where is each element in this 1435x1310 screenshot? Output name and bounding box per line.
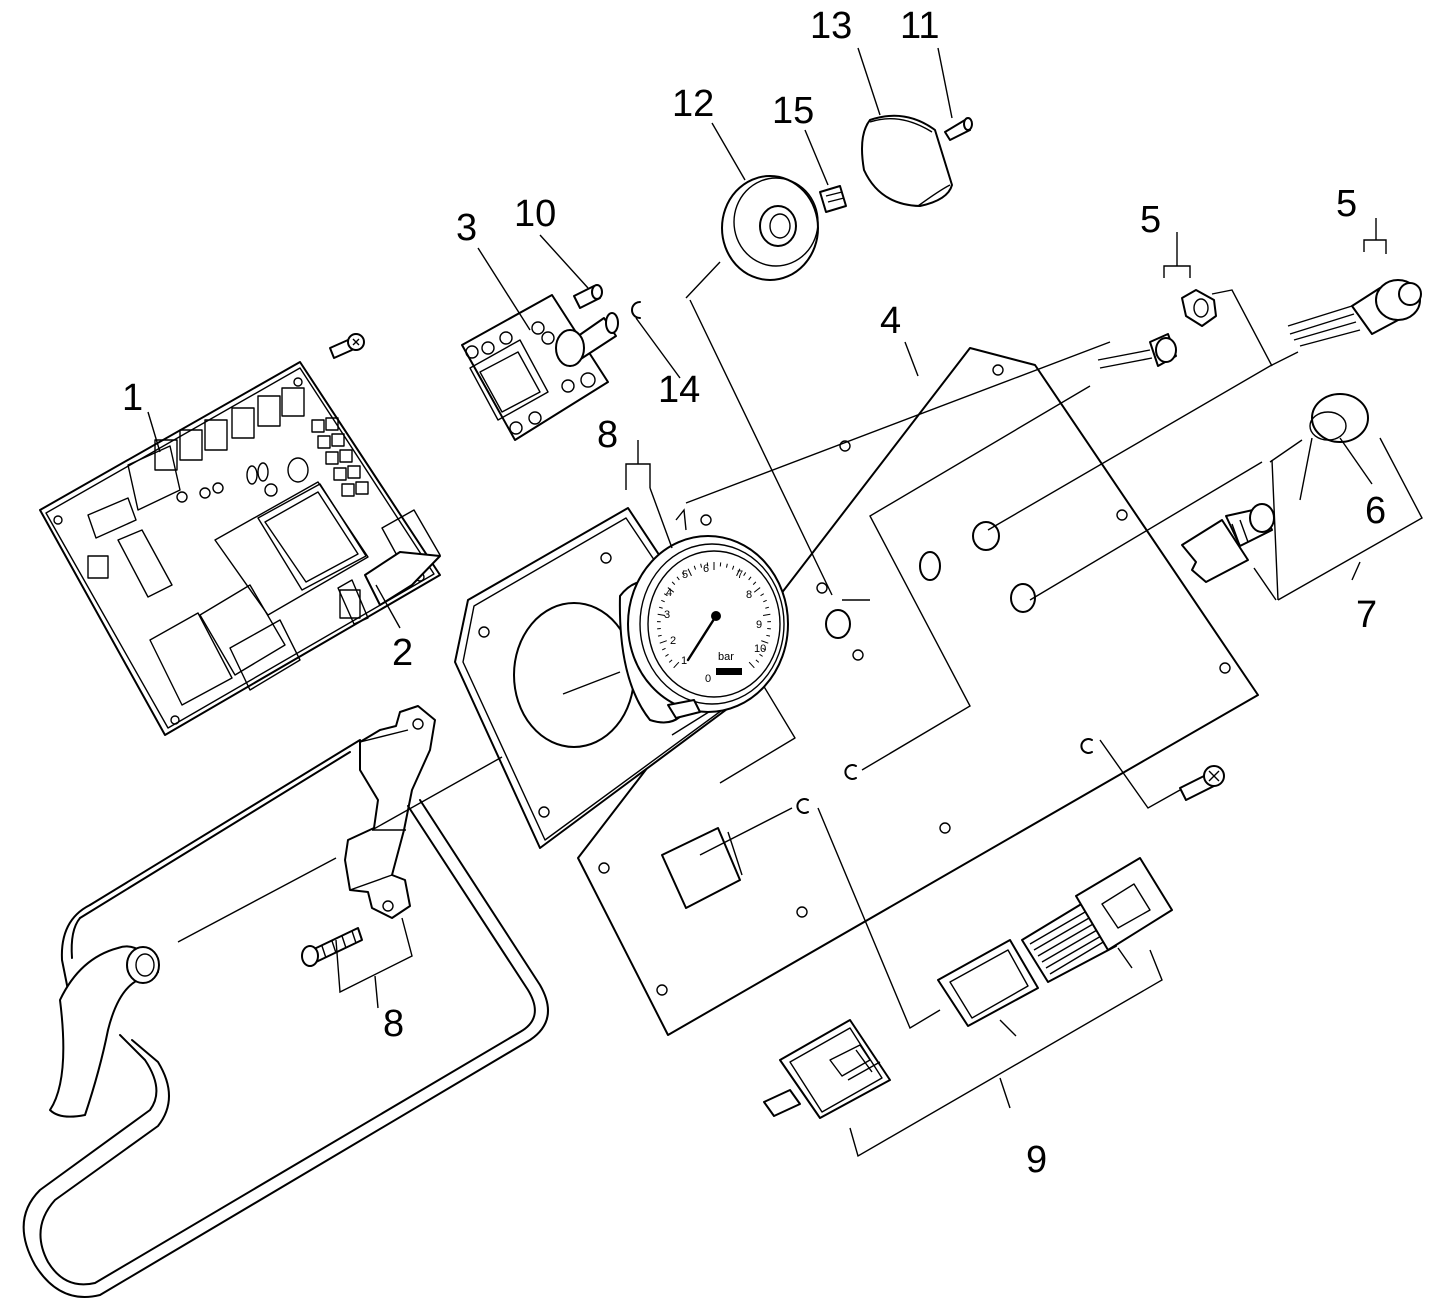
- gauge-tick: [761, 640, 769, 644]
- gauge-tick: [676, 576, 680, 581]
- gauge-tick: [736, 568, 741, 577]
- callout-10: 10: [514, 193, 556, 235]
- gauge-scale-10: 10: [754, 643, 766, 655]
- ring-14-icon: [631, 301, 641, 319]
- gauge-scale-4: 4: [666, 587, 672, 599]
- callout-5-right: 5: [1336, 183, 1357, 225]
- bracket-8-icon: [344, 705, 436, 919]
- gauge-tick: [673, 661, 680, 669]
- gauge-tick: [681, 572, 685, 577]
- gauge-tick: [661, 599, 665, 603]
- gauge-tick: [760, 593, 765, 597]
- callout-2: 2: [392, 632, 413, 674]
- gauge-unit: bar: [718, 651, 734, 663]
- lamp-lens-6-icon: [1309, 393, 1369, 443]
- gauge-scale-8: 8: [746, 589, 752, 601]
- gauge-scale-5: 5: [682, 569, 688, 581]
- switch-frame-9-icon: [937, 939, 1039, 1027]
- callout-13: 13: [810, 5, 852, 47]
- gauge-scale-1: 1: [681, 655, 687, 667]
- callout-3: 3: [456, 207, 477, 249]
- screw-11-icon: [944, 117, 973, 141]
- pressure-gauge: 0 1 2 3 4 5 6 7 8 9 10 bar: [513, 535, 789, 748]
- callout-8-top: 8: [597, 414, 618, 456]
- callout-12: 12: [672, 83, 714, 125]
- circuit-board-part: [39, 333, 441, 736]
- gauge-tick: [667, 587, 675, 593]
- gauge-tick: [663, 593, 668, 597]
- front-plate-part: [577, 347, 1259, 1036]
- bracket-screw-8-icon: [301, 927, 363, 967]
- gauge-scale-9: 9: [756, 619, 762, 631]
- gauge-tick: [753, 587, 761, 593]
- board-screw-icon: [329, 333, 365, 359]
- gauge-scale-0: 0: [705, 673, 711, 685]
- knob-cap-13-icon: [861, 114, 953, 207]
- gauge-tick: [665, 653, 669, 657]
- callout-5-left: 5: [1140, 199, 1161, 241]
- nut-5-icon: [1181, 289, 1217, 327]
- callout-9: 9: [1026, 1139, 1047, 1181]
- lamp-holder-7-icon: [1181, 503, 1275, 583]
- callout-labels: 1 2 3 4 5 5 6 7 8 8 9 10 11 12 13 14 15: [122, 5, 1386, 1181]
- gauge-tick: [700, 563, 703, 568]
- gauge-tick: [755, 659, 760, 663]
- gauge-tick: [762, 613, 771, 617]
- gauge-scale-7: 7: [737, 569, 743, 581]
- rocker-switch-9-icon: [763, 1019, 891, 1119]
- gauge-tick: [671, 581, 676, 585]
- gauge-tick: [766, 634, 771, 637]
- callout-4: 4: [880, 300, 901, 342]
- switch-housing-9-icon: [1075, 857, 1173, 951]
- gauge-tick: [657, 613, 666, 617]
- indicator-lamp-5-icon: [1287, 279, 1422, 347]
- gauge-tick: [759, 653, 763, 657]
- gauge-tick: [668, 659, 673, 663]
- gauge-tick: [765, 606, 770, 609]
- callout-14: 14: [658, 369, 700, 411]
- plate-screw-icon: [1179, 765, 1225, 801]
- gauge-tick: [748, 576, 752, 581]
- gauge-scale-6: 6: [703, 563, 709, 575]
- gauge-tick: [657, 634, 662, 637]
- gauge-tick: [743, 572, 747, 577]
- gauge-tick: [661, 647, 666, 651]
- nut-15-icon: [819, 185, 847, 213]
- gauge-tick: [659, 640, 667, 644]
- callout-7: 7: [1356, 594, 1377, 636]
- gauge-tick: [658, 606, 663, 609]
- gauge-tick: [762, 647, 767, 651]
- gauge-tick: [725, 563, 728, 568]
- knob-base-12-icon: [721, 175, 819, 281]
- hose-frame-part: [22, 739, 549, 1298]
- gauge-scale-2: 2: [670, 635, 676, 647]
- gauge-scale-3: 3: [664, 609, 670, 621]
- callout-8-bottom: 8: [383, 1003, 404, 1045]
- screw-10-icon: [573, 284, 603, 309]
- leader-lines: [147, 47, 1423, 1158]
- callout-6: 6: [1365, 490, 1386, 532]
- callout-1: 1: [122, 377, 143, 419]
- switch-block-part: [461, 294, 619, 441]
- gauge-tick: [748, 661, 755, 669]
- lamp-socket-icon: [1097, 333, 1177, 369]
- callout-11: 11: [900, 5, 939, 47]
- gauge-tick: [687, 568, 692, 577]
- gauge-tick: [763, 599, 767, 603]
- gauge-tick: [693, 565, 697, 570]
- holder-2-icon: [337, 551, 441, 625]
- gauge-tick: [752, 581, 757, 585]
- callout-15: 15: [772, 90, 814, 132]
- gauge-tick: [731, 565, 735, 570]
